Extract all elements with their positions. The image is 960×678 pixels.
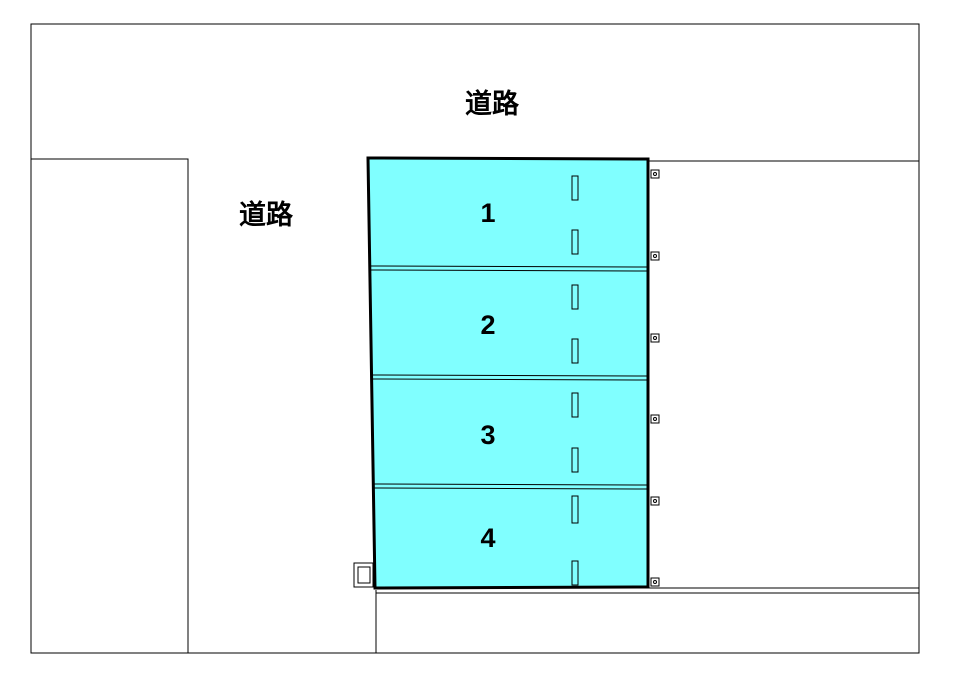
marker [571,229,579,255]
lot-area: 1 2 3 4 [366,156,650,590]
lot-1-number: 1 [480,198,495,228]
boundary-stakes [650,169,660,587]
stake-icon [650,251,660,261]
marker [571,392,579,418]
parcel-boundaries [31,158,919,653]
road-left-label: 道路 [239,199,294,231]
marker [571,495,579,524]
utility-box-icon [353,562,374,588]
stake-icon [650,333,660,343]
marker [571,447,579,473]
division-1-2 [369,265,649,268]
marker [571,175,579,201]
lot-4-number: 4 [480,523,495,553]
division-2-3 [371,374,649,377]
marker [571,338,579,364]
road-top-label: 道路 [465,88,520,120]
lot-2-number: 2 [480,310,495,340]
right-parcel-bottom-boundary [376,587,919,594]
division-2-3-inner [371,378,649,381]
marker [571,284,579,310]
stake-icon [650,169,660,179]
stake-icon [650,414,660,424]
division-3-4-inner [373,487,649,490]
left-parcel-boundary [31,158,189,653]
boundary-markers [571,175,579,586]
lot-3-number: 3 [480,420,495,450]
stake-icon [650,496,660,506]
marker [571,560,579,586]
lot-polygon [366,156,650,590]
division-3-4 [373,483,649,486]
division-1-2-inner [369,269,649,272]
stake-icon [650,577,660,587]
lot-divisions [369,265,649,490]
